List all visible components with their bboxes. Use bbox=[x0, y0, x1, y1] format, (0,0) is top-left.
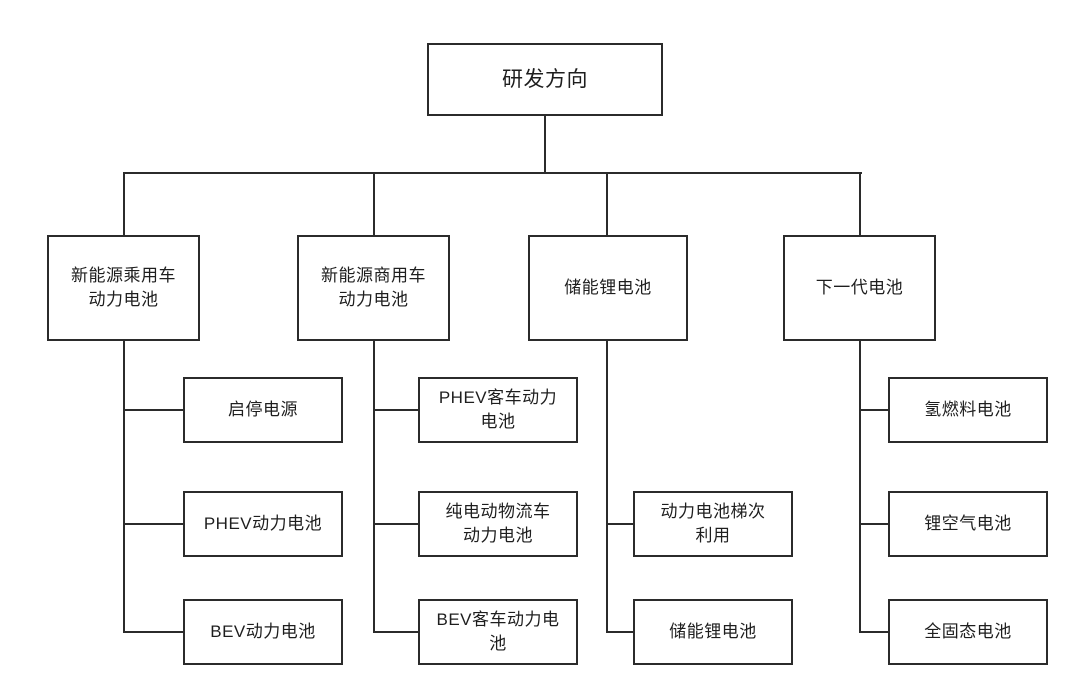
node-level2-energy-storage-lithium-battery[interactable]: 储能锂电池 bbox=[528, 235, 688, 341]
node-level3-c4-hydrogen-fuel-cell[interactable]: 氢燃料电池 bbox=[888, 377, 1048, 443]
connector-spine-column4 bbox=[859, 341, 861, 633]
connector-bus-drop-1 bbox=[123, 172, 125, 235]
connector-stub-c3-1 bbox=[606, 523, 634, 525]
node-root[interactable]: 研发方向 bbox=[427, 43, 663, 116]
node-level3-c4-lithium-air-battery[interactable]: 锂空气电池 bbox=[888, 491, 1048, 557]
node-level3-c3-battery-echelon-utilization[interactable]: 动力电池梯次 利用 bbox=[633, 491, 793, 557]
connector-stub-c1-1 bbox=[123, 409, 184, 411]
node-level3-c2-phev-bus-power-battery[interactable]: PHEV客车动力 电池 bbox=[418, 377, 578, 443]
connector-stub-c4-2 bbox=[859, 523, 889, 525]
node-level3-c1-start-stop-power[interactable]: 启停电源 bbox=[183, 377, 343, 443]
node-level2-new-energy-commercial-vehicle-battery[interactable]: 新能源商用车 动力电池 bbox=[297, 235, 450, 341]
connector-stub-c2-2 bbox=[373, 523, 419, 525]
node-level3-c2-electric-logistics-vehicle-battery[interactable]: 纯电动物流车 动力电池 bbox=[418, 491, 578, 557]
connector-stub-c4-1 bbox=[859, 409, 889, 411]
connector-root-stem bbox=[544, 116, 546, 174]
connector-stub-c1-2 bbox=[123, 523, 184, 525]
connector-stub-c2-1 bbox=[373, 409, 419, 411]
node-level3-c4-all-solid-state-battery[interactable]: 全固态电池 bbox=[888, 599, 1048, 665]
connector-stub-c3-2 bbox=[606, 631, 634, 633]
node-level3-c2-bev-bus-power-battery[interactable]: BEV客车动力电 池 bbox=[418, 599, 578, 665]
connector-bus-drop-4 bbox=[859, 172, 861, 235]
node-level3-c1-bev-power-battery[interactable]: BEV动力电池 bbox=[183, 599, 343, 665]
node-level3-c1-phev-power-battery[interactable]: PHEV动力电池 bbox=[183, 491, 343, 557]
connector-spine-column3 bbox=[606, 341, 608, 633]
connector-stub-c2-3 bbox=[373, 631, 419, 633]
connector-stub-c4-3 bbox=[859, 631, 889, 633]
connector-spine-column2 bbox=[373, 341, 375, 633]
connector-bus-drop-2 bbox=[373, 172, 375, 235]
connector-bus bbox=[124, 172, 862, 174]
node-level3-c3-energy-storage-lithium-battery[interactable]: 储能锂电池 bbox=[633, 599, 793, 665]
node-level2-next-generation-battery[interactable]: 下一代电池 bbox=[783, 235, 936, 341]
node-level2-new-energy-passenger-vehicle-battery[interactable]: 新能源乘用车 动力电池 bbox=[47, 235, 200, 341]
connector-bus-drop-3 bbox=[606, 172, 608, 235]
connector-stub-c1-3 bbox=[123, 631, 184, 633]
connector-spine-column1 bbox=[123, 341, 125, 633]
